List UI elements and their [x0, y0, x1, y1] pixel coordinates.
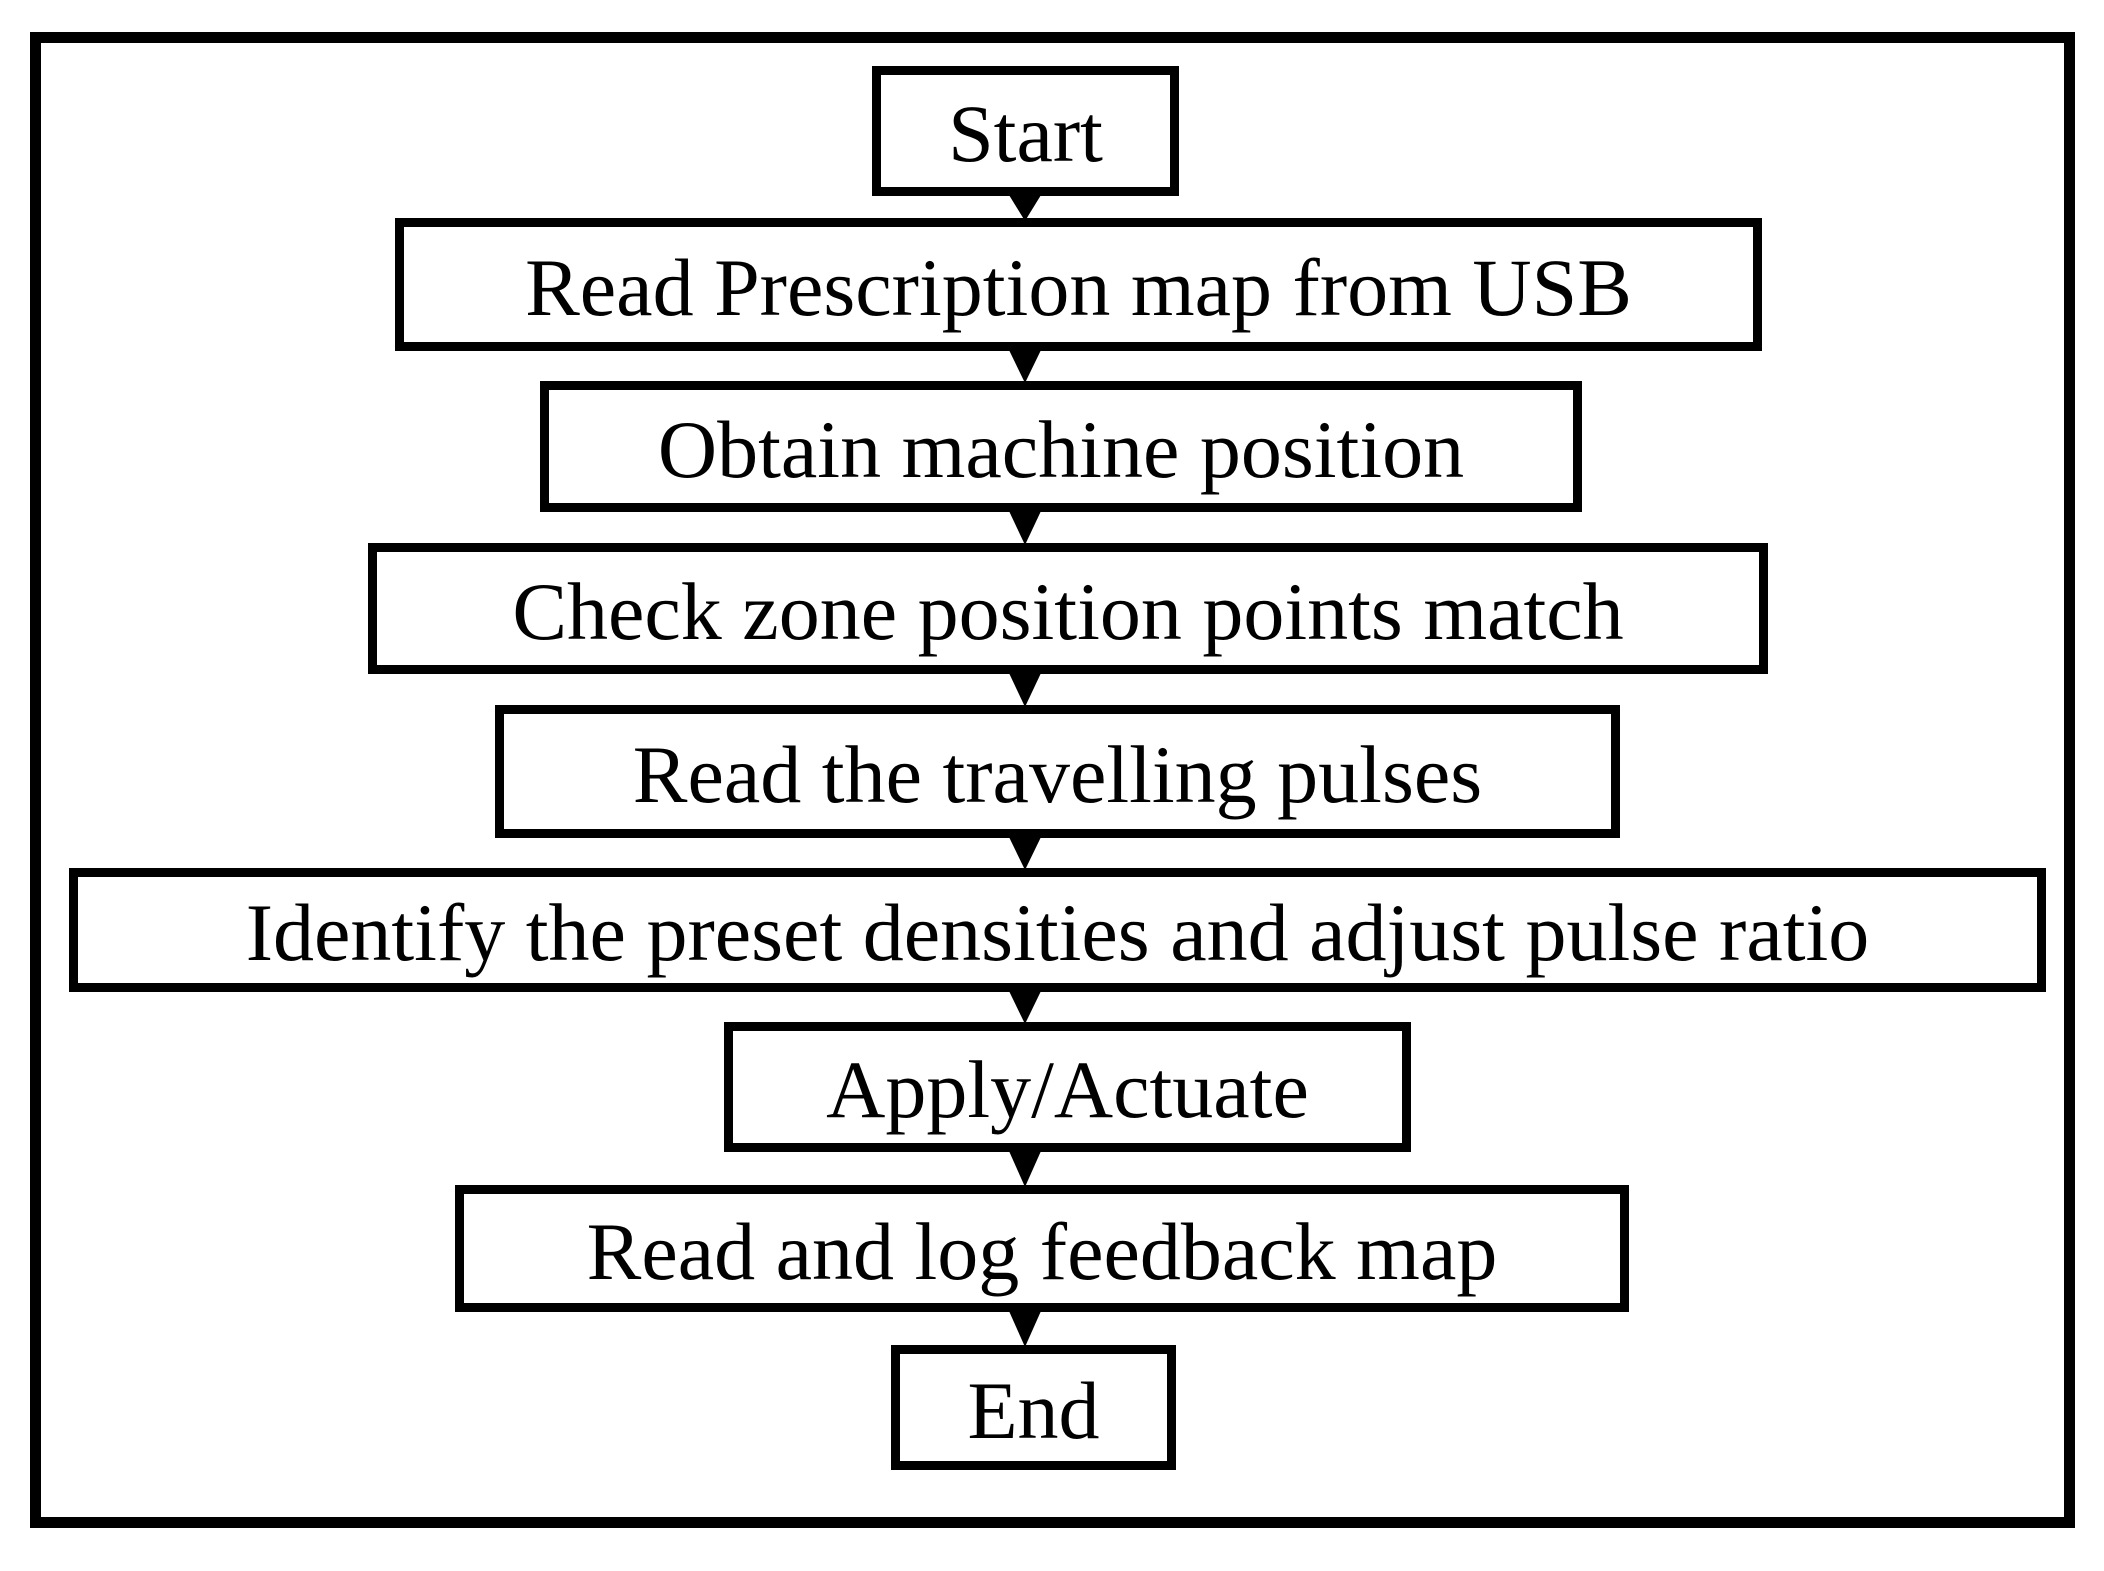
- arrow-down-icon: [1008, 991, 1042, 1024]
- flow-node-end: End: [891, 1345, 1176, 1470]
- flow-node-check-zone-position: Check zone position points match: [368, 543, 1768, 674]
- outer-border: [30, 32, 2075, 1528]
- arrow-down-icon: [1008, 673, 1042, 707]
- flow-node-read-log-feedback: Read and log feedback map: [455, 1185, 1629, 1312]
- flow-node-obtain-machine-position: Obtain machine position: [540, 381, 1582, 512]
- flow-node-label: Start: [948, 88, 1103, 179]
- flow-node-label: Read the travelling pulses: [632, 728, 1483, 820]
- flow-node-label: Identify the preset densities and adjust…: [245, 887, 1870, 978]
- arrow-down-icon: [1008, 837, 1042, 870]
- flow-node-label: Read Prescription map from USB: [525, 241, 1632, 333]
- arrow-down-icon: [1008, 1311, 1042, 1347]
- flow-node-apply-actuate: Apply/Actuate: [724, 1022, 1411, 1152]
- arrow-down-icon: [1008, 1151, 1042, 1187]
- flow-node-read-prescription-map: Read Prescription map from USB: [395, 218, 1762, 351]
- flow-node-start: Start: [872, 66, 1179, 196]
- flow-node-read-travelling-pulses: Read the travelling pulses: [495, 705, 1620, 838]
- flow-node-label: Apply/Actuate: [826, 1044, 1309, 1135]
- arrow-down-icon: [1008, 350, 1042, 383]
- arrow-down-icon: [1008, 195, 1042, 221]
- flow-node-label: End: [967, 1364, 1100, 1456]
- flow-node-label: Check zone position points match: [512, 565, 1624, 657]
- arrow-down-icon: [1008, 511, 1042, 545]
- flow-node-identify-preset-densities: Identify the preset densities and adjust…: [69, 868, 2046, 992]
- flow-node-label: Read and log feedback map: [586, 1205, 1498, 1297]
- flow-node-label: Obtain machine position: [657, 403, 1465, 495]
